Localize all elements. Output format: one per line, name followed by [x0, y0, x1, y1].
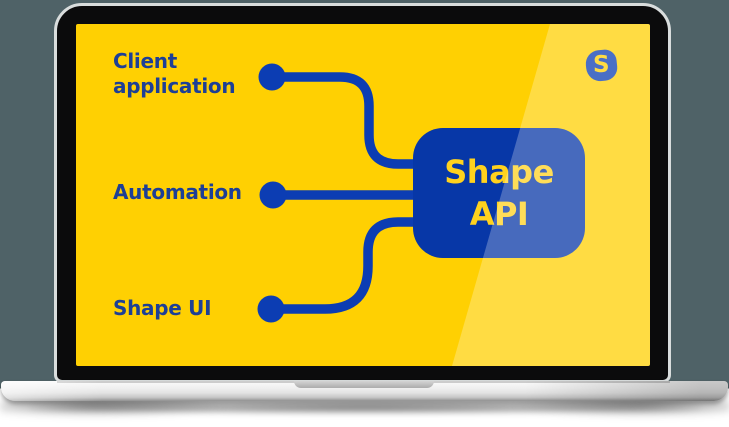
connector-shape-ui [271, 217, 416, 314]
node-dot-client-application [258, 63, 286, 91]
shape-api-box: Shape API [413, 128, 585, 258]
laptop-screen: Client application Automation Shape UI S… [76, 24, 650, 366]
laptop-base-notch [294, 381, 434, 388]
shape-api-box-title-line2: API [469, 195, 529, 233]
node-dot-automation [259, 181, 287, 209]
node-label-shape-ui: Shape UI [113, 296, 212, 320]
node-label-client-application: Client application [113, 49, 236, 98]
connector-client-application [272, 72, 416, 169]
connector-lines [257, 63, 416, 323]
shape-api-box-title-line1: Shape [444, 153, 554, 191]
laptop-shadow [30, 401, 700, 414]
node-dot-shape-ui [257, 295, 285, 323]
node-label-automation: Automation [113, 180, 242, 204]
shape-logo-letter: S [593, 52, 610, 79]
laptop-base [1, 381, 728, 401]
